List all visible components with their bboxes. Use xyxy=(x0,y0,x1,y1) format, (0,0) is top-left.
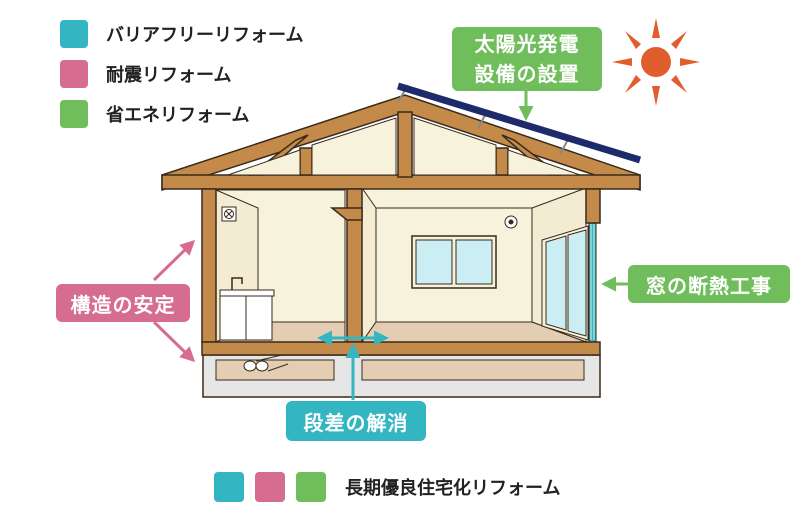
sun-icon xyxy=(612,18,700,106)
callout-structure-label: 構造の安定 xyxy=(70,292,176,317)
legend-label-energy: 省エネリフォーム xyxy=(106,105,250,126)
structure-arrow-up xyxy=(152,239,196,282)
structure-arrow-down xyxy=(152,320,196,363)
legend-energy: 省エネリフォーム xyxy=(60,100,249,128)
legend-label-seismic: 耐震リフォーム xyxy=(106,65,232,86)
bottom-swatch-seismic xyxy=(255,472,285,502)
callout-step-label: 段差の解消 xyxy=(303,410,409,435)
callout-solar: 太陽光発電 設備の設置 xyxy=(452,27,602,91)
legend-label-barrier-free: バリアフリーリフォーム xyxy=(106,25,304,46)
legend-swatch-energy xyxy=(60,100,88,128)
legend-seismic: 耐震リフォーム xyxy=(60,60,231,88)
right-room xyxy=(361,186,597,344)
callout-window-insulation: 窓の断熱工事 xyxy=(628,265,790,303)
callout-window-insulation-label: 窓の断熱工事 xyxy=(646,273,772,298)
callout-solar-line-1: 太陽光発電 xyxy=(474,32,580,56)
bottom-swatch-energy xyxy=(296,472,326,502)
attic-panels xyxy=(227,117,581,176)
callout-solar-line-2: 設備の設置 xyxy=(474,62,580,86)
legend-swatch-barrier-free xyxy=(60,20,88,48)
legend-swatch-seismic xyxy=(60,60,88,88)
solar-panel xyxy=(396,82,642,164)
back-window xyxy=(411,235,497,289)
legend-barrier-free: バリアフリーリフォーム xyxy=(60,20,303,48)
left-room xyxy=(215,189,346,343)
foundation xyxy=(202,354,601,398)
side-window xyxy=(541,221,597,343)
bottom-legend: 長期優良住宅化リフォーム xyxy=(214,472,560,502)
bottom-swatch-barrier-free xyxy=(214,472,244,502)
callout-structure: 構造の安定 xyxy=(56,284,190,322)
wood-frame xyxy=(161,94,641,356)
callout-step: 段差の解消 xyxy=(286,401,426,441)
bottom-legend-label: 長期優良住宅化リフォーム xyxy=(345,478,561,499)
